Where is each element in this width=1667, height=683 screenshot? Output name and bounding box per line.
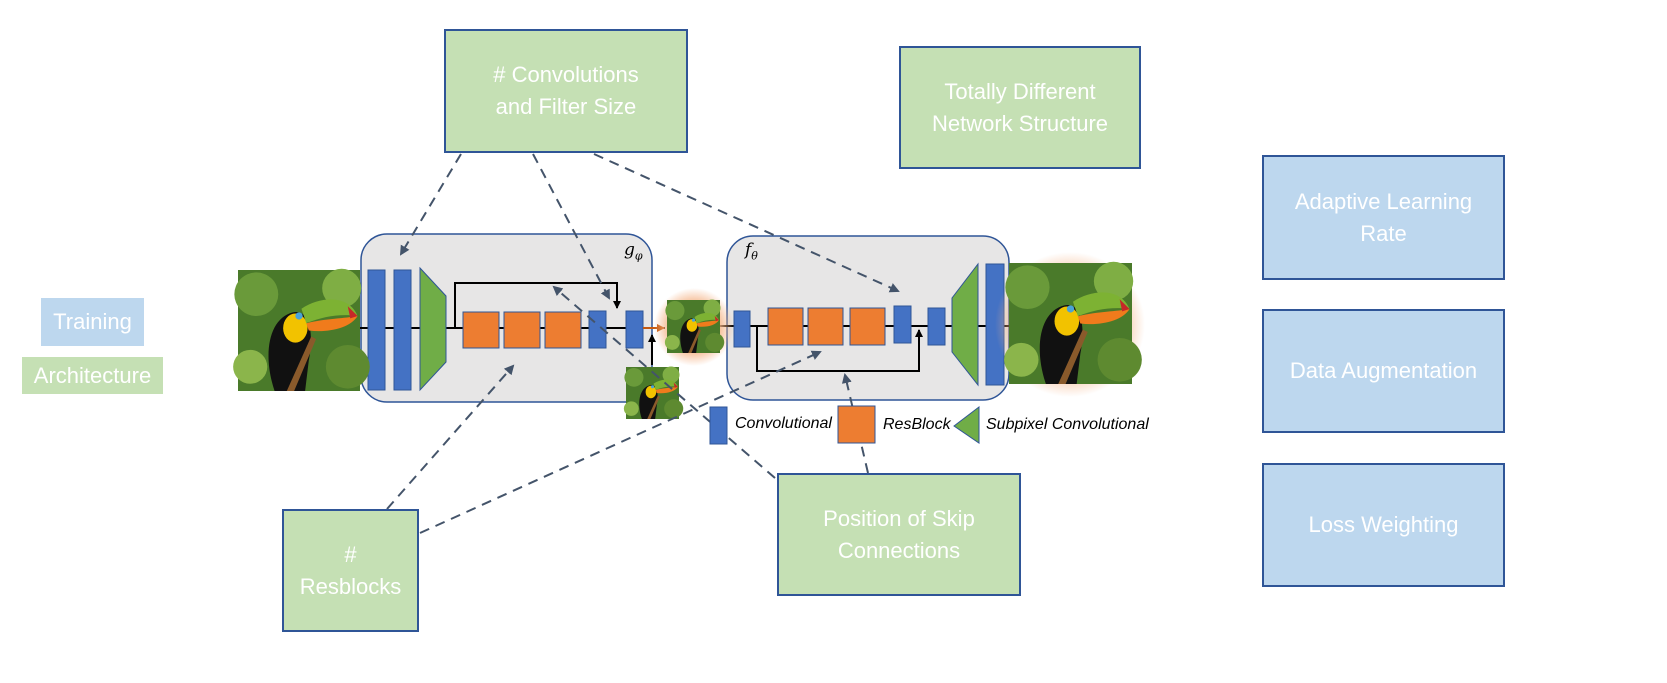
f-conv-block-1	[733, 310, 751, 348]
resblocks-pointer-arrow-2	[419, 350, 822, 534]
architecture-key: Architecture	[22, 357, 163, 394]
data-augmentation-box: Data Augmentation	[1262, 309, 1505, 433]
toucan-output-image	[1004, 261, 1142, 384]
resblocks-pointer-arrow-1	[386, 364, 515, 510]
g-network-label: gφ	[624, 240, 643, 263]
f-resblock-2	[807, 307, 844, 346]
skip-pointer-arrow-1	[552, 285, 776, 479]
toucan-lr-image	[664, 299, 725, 353]
legend-resblock-swatch	[837, 405, 876, 444]
resblocks-box: # Resblocks	[282, 509, 419, 632]
g-resblock-1	[462, 311, 500, 349]
legend-resblock-label: ResBlock	[883, 416, 951, 433]
conv-pointer-arrow-3	[593, 153, 900, 293]
training-key: Training	[41, 298, 144, 346]
f-network-label: fθ	[745, 240, 758, 263]
legend-conv-swatch	[709, 406, 728, 445]
g-skip-connection	[454, 282, 621, 328]
toucan-input-image	[233, 268, 370, 391]
legend-subpixel-label: Subpixel Convolutional	[986, 416, 1149, 433]
legend-conv-label: Convolutional	[735, 415, 832, 432]
f-subpixel-block	[951, 262, 979, 387]
f-conv-block-2	[893, 305, 912, 344]
adaptive-lr-box: Adaptive Learning Rate	[1262, 155, 1505, 280]
g-resblock-3	[544, 311, 582, 349]
conv-pointer-arrow-1	[399, 153, 462, 256]
different-structure-box: Totally Different Network Structure	[899, 46, 1141, 169]
f-conv-block-3	[927, 307, 946, 346]
g-conv-block-4	[625, 310, 644, 349]
g-subpixel-block	[419, 266, 447, 392]
g-conv-block-1	[367, 269, 386, 391]
g-resblock-2	[503, 311, 541, 349]
skip-connections-box: Position of Skip Connections	[777, 473, 1021, 596]
f-resblock-3	[849, 307, 886, 346]
loss-weighting-box: Loss Weighting	[1262, 463, 1505, 587]
f-skip-connection	[756, 326, 923, 372]
g-conv-block-2	[393, 269, 412, 391]
legend-subpixel-swatch	[953, 405, 980, 444]
f-resblock-1	[767, 307, 804, 346]
convolutions-box: # Convolutions and Filter Size	[444, 29, 688, 153]
